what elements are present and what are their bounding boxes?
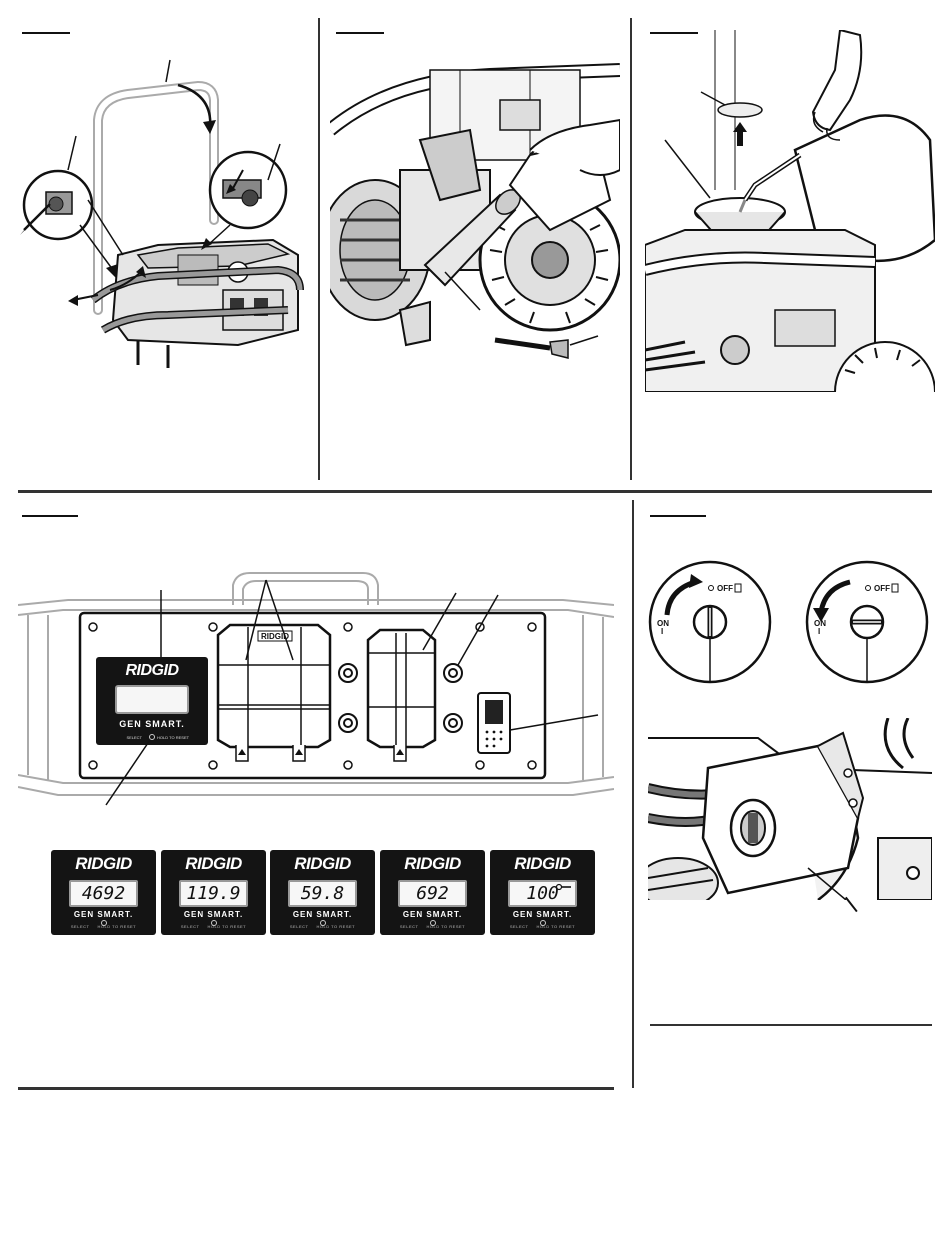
gauge-brand: RIDGID — [75, 854, 132, 873]
gauge-button — [320, 920, 326, 926]
figure-handle-install — [18, 40, 308, 370]
dial-on-label-2: ON — [814, 619, 826, 628]
gauge-brand: RIDGID — [404, 854, 461, 873]
vertical-divider-top-1 — [318, 18, 320, 480]
dial-on-label-1: ON — [657, 619, 669, 628]
gauge-footer: SELECT HOLD TO RESET — [289, 924, 356, 929]
figure-fuel-fill — [645, 30, 935, 392]
gauge-reading: 4692 — [69, 880, 138, 907]
gensmart-gauge-1: RIDGID 4692 GEN SMART. SELECT HOLD TO RE… — [51, 850, 156, 935]
gauge-footer: SELECT HOLD TO RESET — [399, 924, 466, 929]
panel-reset-text: HOLD TO RESET — [157, 735, 190, 740]
gauge-gensmart: GEN SMART. — [73, 910, 134, 919]
gauge-button — [211, 920, 217, 926]
gauge-reading: 119.9 — [179, 880, 248, 907]
figure-tag-5 — [650, 515, 706, 517]
panel-select-text: SELECT — [126, 735, 142, 740]
dial-on-marker-1: I — [661, 627, 663, 636]
vertical-divider-bottom — [632, 500, 634, 1088]
panel-gensmart-text: GEN SMART. — [119, 719, 185, 729]
gauge-gensmart: GEN SMART. — [183, 910, 244, 919]
single-outlet-cover — [366, 628, 437, 762]
gauge-gensmart: GEN SMART. — [512, 910, 573, 919]
duplex-outlet-cover: RIDGID — [216, 623, 332, 762]
figure-tag-2 — [336, 32, 384, 34]
gauge-gensmart: GEN SMART. — [402, 910, 463, 919]
gensmart-gauge-5: RIDGID 100 GEN SMART. SELECT HOLD TO RES… — [490, 850, 595, 935]
figure-key-switch: OFF ON I OFF ON I — [645, 560, 935, 690]
gauge-reading: 692 — [398, 880, 467, 907]
gauge-brand: RIDGID — [294, 854, 351, 873]
gauge-footer: SELECT HOLD TO RESET — [180, 924, 247, 929]
gauge-reading: 59.8 — [288, 880, 357, 907]
gauge-brand: RIDGID — [514, 854, 571, 873]
figure-control-panel: RIDGID GEN SMART. SELECT HOLD TO RESET R… — [18, 565, 614, 810]
wrench-icon — [556, 883, 571, 891]
gauge-footer: SELECT HOLD TO RESET — [70, 924, 137, 929]
dial-off-label-1: OFF — [717, 584, 733, 593]
figure-fuel-valve — [648, 718, 932, 900]
gensmart-gauge-2: RIDGID 119.9 GEN SMART. SELECT HOLD TO R… — [161, 850, 266, 935]
figure-tag-4 — [22, 515, 78, 517]
figure-tag-1 — [22, 32, 70, 34]
gauge-button — [101, 920, 107, 926]
dial-off-label-2: OFF — [874, 584, 890, 593]
figure-oil-funnel — [330, 40, 620, 370]
gauge-button — [430, 920, 436, 926]
horizontal-divider-left-bottom — [18, 1087, 614, 1090]
gauge-button — [540, 920, 546, 926]
gensmart-gauge-3: RIDGID 59.8 GEN SMART. SELECT HOLD TO RE… — [270, 850, 375, 935]
vertical-divider-top-2 — [630, 18, 632, 480]
horizontal-divider-right-bottom — [650, 1024, 932, 1026]
gensmart-gauge-4: RIDGID 692 GEN SMART. SELECT HOLD TO RES… — [380, 850, 485, 935]
gauge-reading: 100 — [508, 880, 577, 907]
figure-tag-3 — [650, 32, 698, 34]
dial-on-marker-2: I — [818, 627, 820, 636]
gauge-brand: RIDGID — [185, 854, 242, 873]
gauge-footer: SELECT HOLD TO RESET — [509, 924, 576, 929]
horizontal-divider-main — [18, 490, 932, 493]
panel-brand-text: RIDGID — [126, 662, 180, 679]
gauge-gensmart: GEN SMART. — [292, 910, 353, 919]
outlet-cover-brand: RIDGID — [261, 632, 289, 641]
